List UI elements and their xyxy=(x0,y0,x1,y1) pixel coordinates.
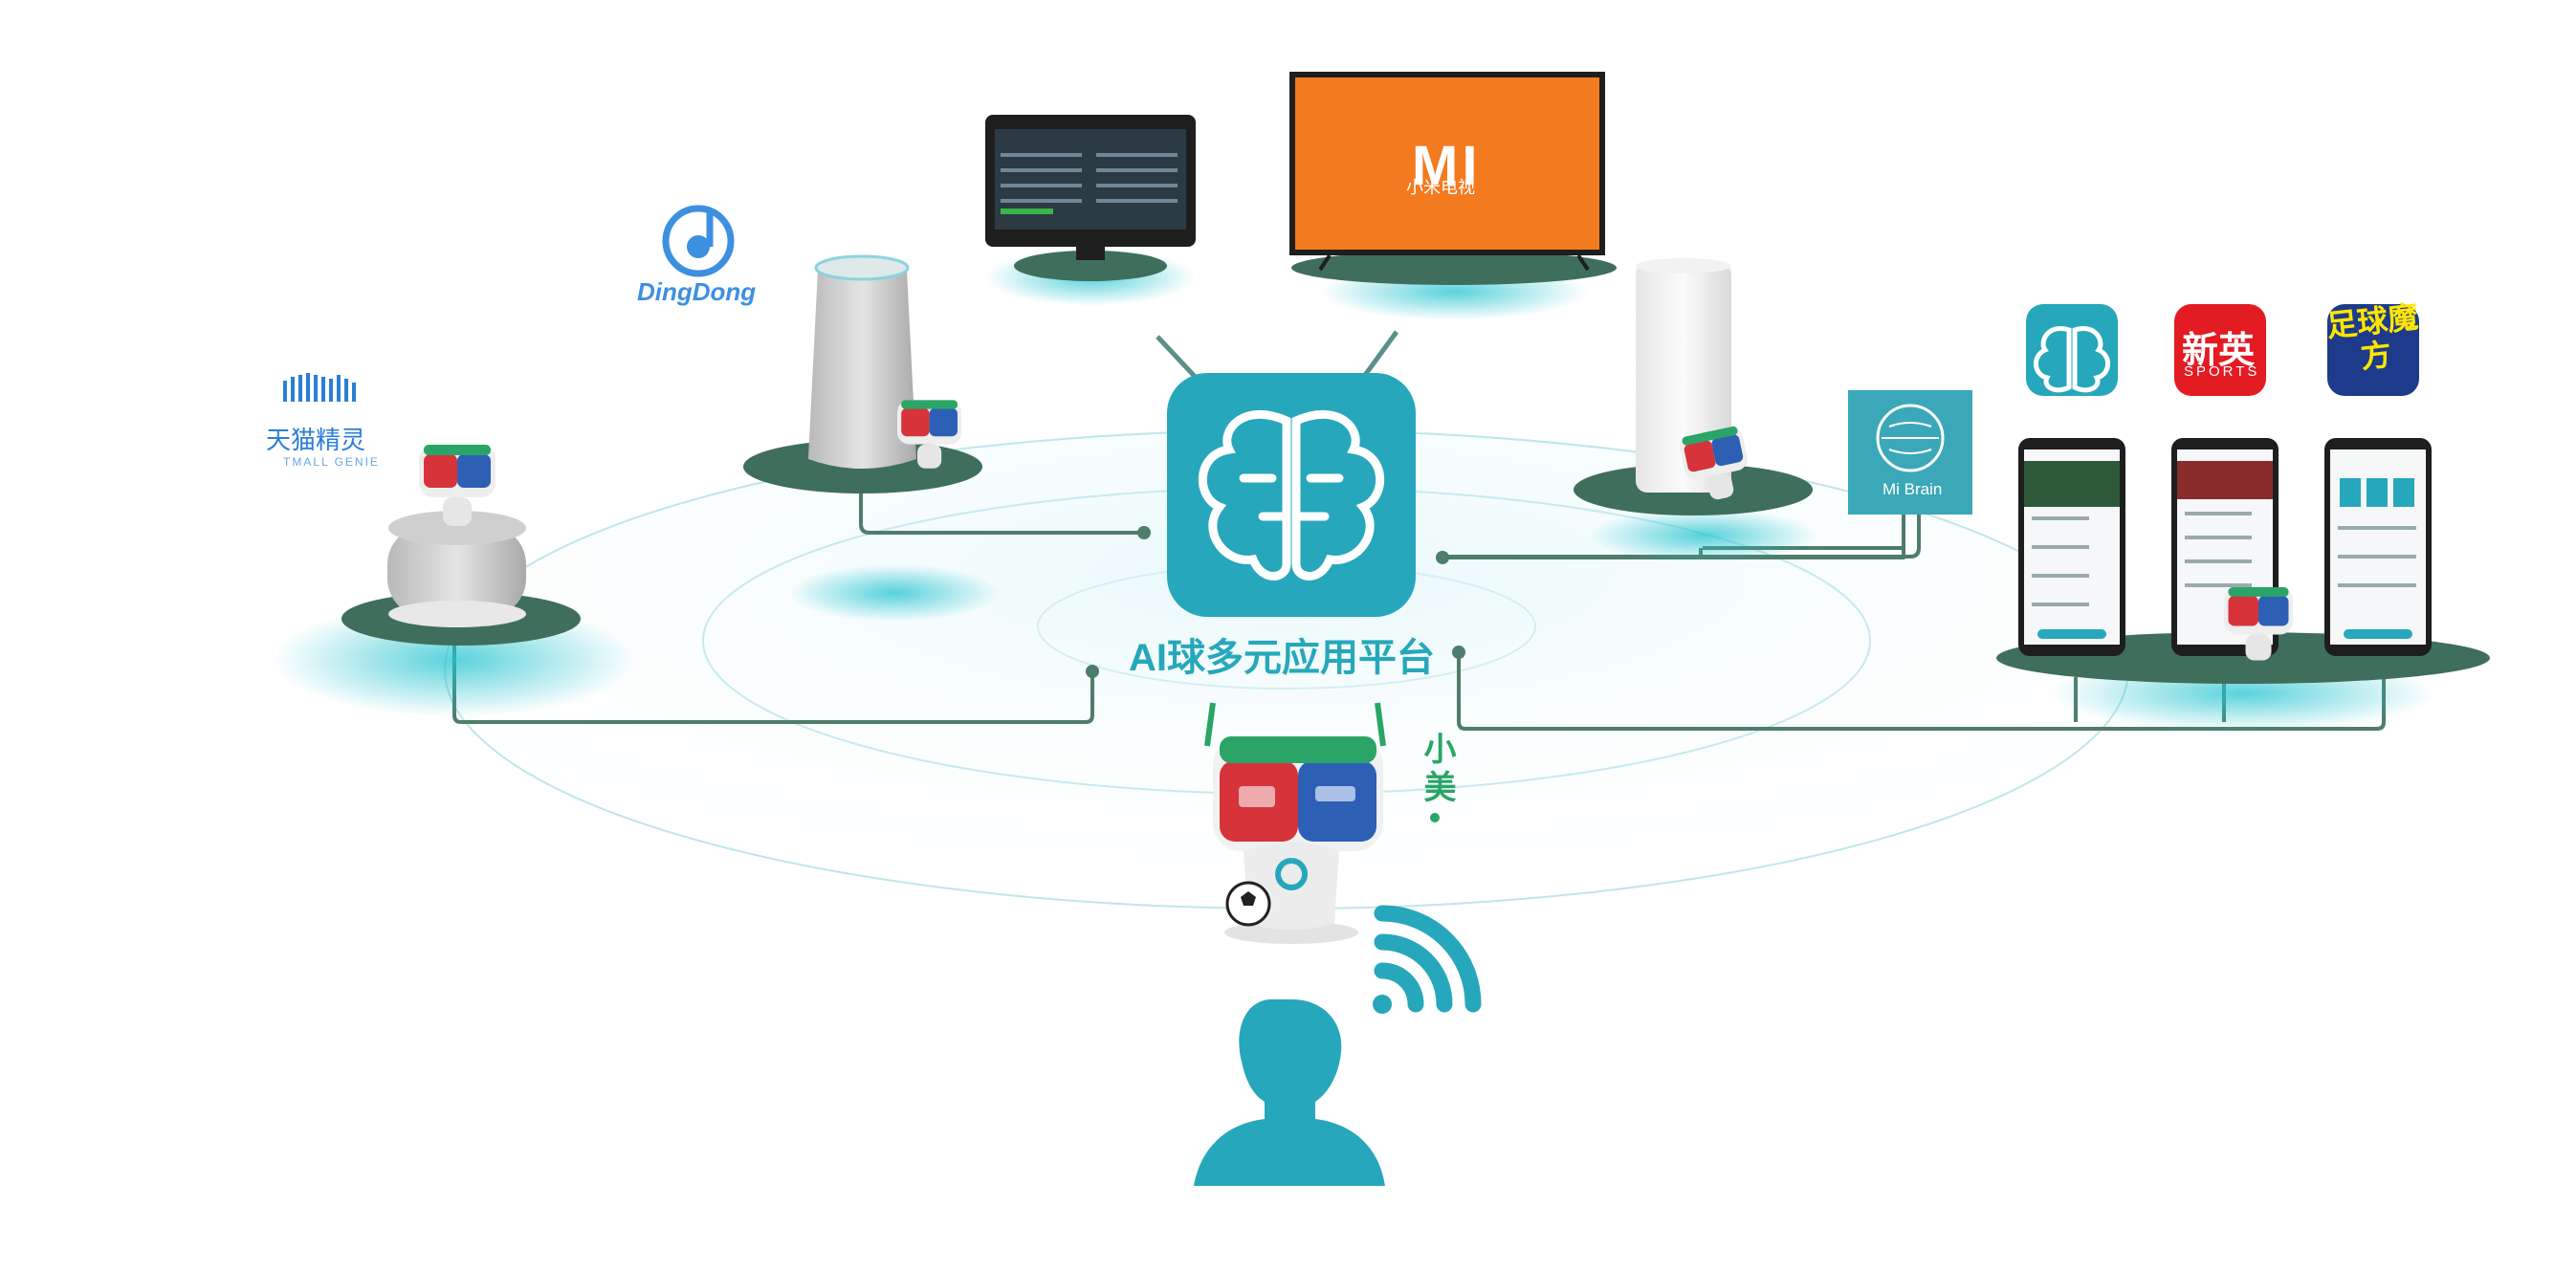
wifi-signal-icon xyxy=(1373,905,1482,1014)
mi-tv-device xyxy=(1289,72,1617,320)
zuqiu-mofang-app-icon xyxy=(2327,304,2419,396)
zuqiu-app-title: 足球魔方 xyxy=(2324,299,2420,375)
platform-label: AI球多元应用平台 xyxy=(1129,637,1435,679)
person-icon xyxy=(1194,999,1385,1186)
platform-brain-icon xyxy=(1156,330,1416,617)
xiaomei-dot xyxy=(1430,813,1440,822)
xinying-sports-app-icon xyxy=(2174,304,2266,396)
assistant-name-label: 小美 xyxy=(1419,732,1455,808)
dingdong-logo-icon xyxy=(662,205,735,277)
xinying-app-subtitle: SPORTS xyxy=(2184,363,2260,380)
xiaomei-mascot-icon xyxy=(1204,702,1386,944)
tmall-logo-icon xyxy=(283,373,356,402)
mi-tv-logo: MI xyxy=(1412,135,1482,197)
tmall-speaker xyxy=(273,511,636,717)
mi-brain-icon xyxy=(1848,390,1972,515)
tmall-genie-sublabel: TMALL GENIE xyxy=(283,455,380,469)
ai-brain-app-icon xyxy=(2026,304,2118,396)
dingdong-label: DingDong xyxy=(637,277,757,306)
mi-tv-label: 小米电视 xyxy=(1406,178,1475,197)
connector-dots xyxy=(1086,526,1465,678)
phone-screen-1 xyxy=(2018,438,2125,656)
monitor-device xyxy=(985,115,1196,306)
dingdong-speaker xyxy=(743,254,1000,622)
mi-brain-label: Mi Brain xyxy=(1882,480,1943,498)
robot-mascot-icon xyxy=(419,400,2293,661)
phone-screen-3 xyxy=(2324,438,2432,656)
xinying-app-title: 新英 xyxy=(2182,331,2256,371)
tmall-genie-label: 天猫精灵 xyxy=(266,426,366,454)
